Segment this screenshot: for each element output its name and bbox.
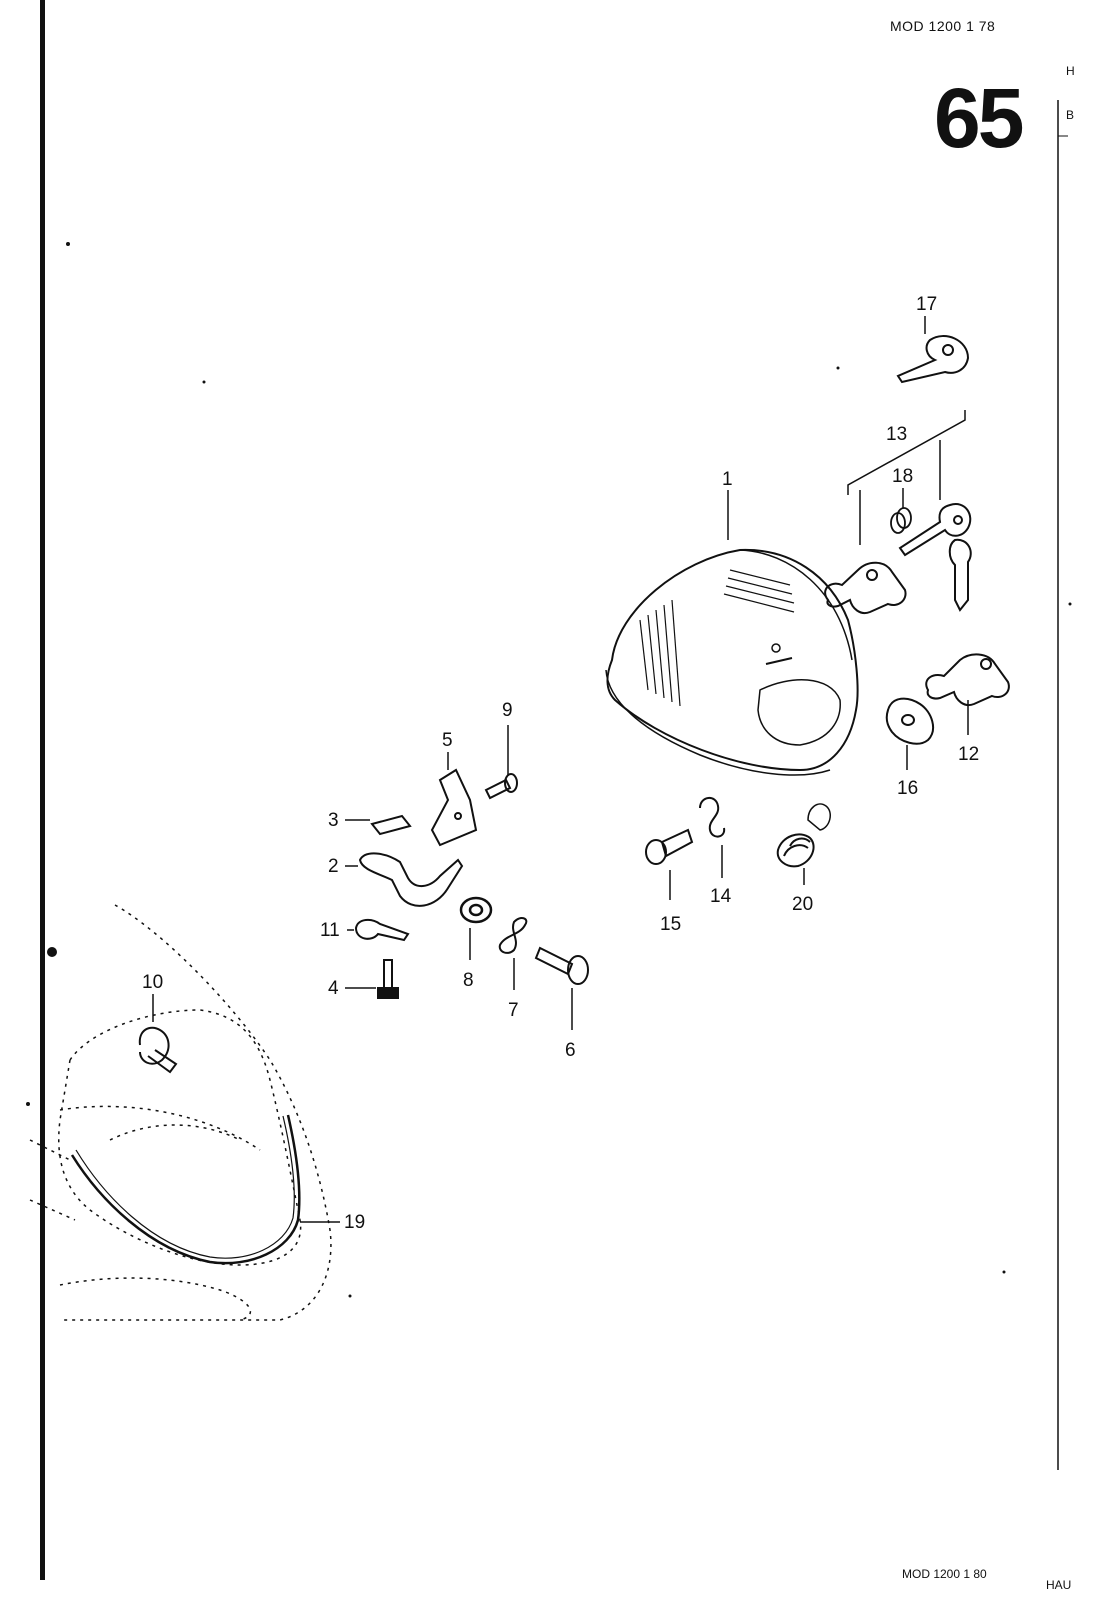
scan-specks — [26, 242, 1072, 1298]
label-part-16: 16 — [897, 778, 918, 799]
label-part-19: 19 — [344, 1212, 365, 1233]
part-2-hinge-arm — [358, 852, 464, 907]
label-part-10: 10 — [142, 972, 163, 993]
label-part-4: 4 — [328, 978, 339, 999]
edge-letter-b: B — [1066, 108, 1075, 122]
label-part-15: 15 — [660, 914, 681, 935]
label-part-6: 6 — [565, 1040, 576, 1061]
part-20-grommet — [776, 833, 815, 868]
label-part-8: 8 — [463, 970, 474, 991]
part-1-lid-housing — [605, 548, 859, 831]
part-12-lock — [925, 653, 1010, 706]
part-3-plate — [370, 814, 412, 836]
label-part-2: 2 — [328, 856, 339, 877]
part-13-keys — [898, 503, 972, 612]
part-13-lock-cylinder — [824, 561, 907, 614]
label-part-11: 11 — [320, 920, 340, 941]
left-binding-edge — [40, 0, 45, 1580]
model-code-bottom: MOD 1200 1 80 — [902, 1567, 987, 1581]
part-8-washer — [459, 896, 493, 924]
label-part-12: 12 — [958, 744, 979, 765]
part-11-clip — [354, 918, 410, 942]
part-19-seal — [70, 1114, 301, 1265]
label-part-3: 3 — [328, 810, 339, 831]
model-code-top: MOD 1200 1 78 — [890, 18, 996, 34]
part-18-insert — [890, 507, 912, 534]
part-19-body-outline — [29, 904, 332, 1321]
edge-letter-h: H — [1066, 64, 1075, 78]
part-labels: 1 2 3 4 5 6 7 8 9 10 11 12 13 14 15 16 1… — [142, 294, 979, 1233]
label-part-18: 18 — [892, 466, 913, 487]
edge-letter-hau: HAU — [1046, 1578, 1072, 1592]
label-part-1: 1 — [722, 469, 733, 490]
part-13-bracket — [847, 410, 966, 545]
part-6-bolt — [534, 946, 589, 985]
part-5-bracket — [430, 768, 478, 847]
part-14-spring-washer — [699, 797, 726, 838]
part-10-clip — [138, 1026, 178, 1074]
label-part-20: 20 — [792, 894, 813, 915]
part-4-screw — [377, 959, 399, 999]
label-part-9: 9 — [502, 700, 513, 721]
part-7-spring-washer — [498, 917, 528, 954]
label-part-13: 13 — [886, 424, 907, 445]
label-part-14: 14 — [710, 886, 732, 907]
label-part-5: 5 — [442, 730, 453, 751]
part-15-bolt — [645, 828, 694, 865]
part-9-bolt — [484, 773, 518, 800]
label-part-17: 17 — [916, 294, 937, 315]
part-17-key — [896, 335, 970, 384]
label-part-7: 7 — [508, 1000, 519, 1021]
page-number: 65 — [934, 71, 1024, 165]
leader-lines — [152, 316, 969, 1223]
part-16-gasket — [885, 697, 935, 745]
